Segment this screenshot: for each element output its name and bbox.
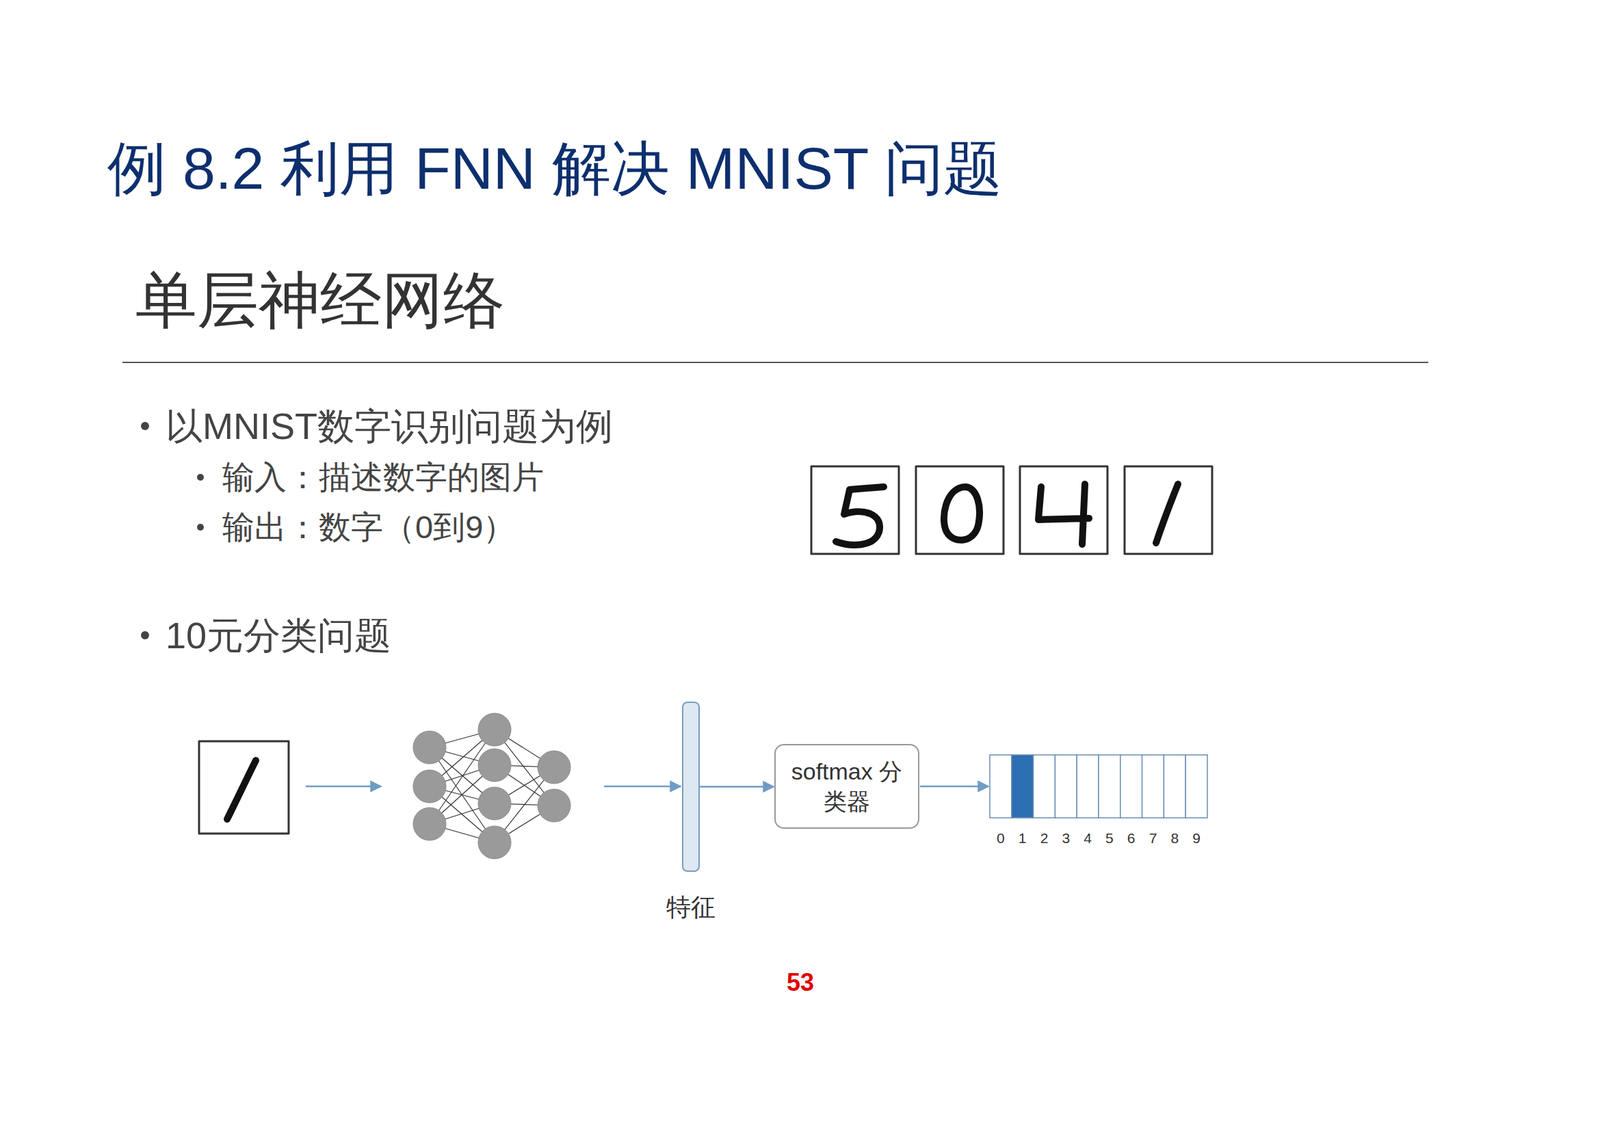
digit-image — [943, 487, 980, 541]
section-heading: 单层神经网络 — [135, 265, 505, 337]
bullet-dot — [140, 422, 150, 431]
bullet-text: 输入：描述数字的图片 — [222, 458, 544, 496]
output-cell — [1098, 755, 1121, 819]
class-index: 5 — [1105, 830, 1114, 847]
nn-neuron — [478, 826, 511, 860]
digit-image — [1038, 484, 1090, 545]
output-cell — [1163, 755, 1186, 819]
nn-neuron — [413, 731, 447, 765]
class-index: 6 — [1127, 830, 1136, 847]
nn-neuron — [413, 807, 447, 841]
bullet-text: 输出：数字（0到9） — [222, 508, 516, 546]
output-cell — [1076, 755, 1099, 819]
slide-title: 例 8.2 利用 FNN 解决 MNIST 问题 — [107, 134, 1003, 203]
class-index: 4 — [1083, 830, 1092, 847]
class-index: 2 — [1040, 830, 1049, 847]
class-index: 9 — [1192, 830, 1201, 847]
nn-neuron — [537, 751, 571, 784]
bullet-dot — [197, 523, 204, 531]
digit-frame — [1019, 466, 1108, 555]
nn-neuron — [478, 749, 511, 782]
nn-neuron — [537, 789, 571, 823]
classifier-box: softmax 分类器 — [774, 744, 920, 830]
flow-arrow — [305, 785, 382, 789]
page-number: 53 — [786, 968, 815, 997]
class-index: 3 — [1061, 830, 1070, 847]
output-cell — [1054, 755, 1077, 819]
nn-neuron — [478, 713, 511, 747]
output-vector — [989, 755, 1208, 819]
nn-neuron — [413, 770, 447, 804]
output-cell — [1142, 755, 1165, 819]
digit-frame — [811, 466, 899, 555]
digit-image — [835, 487, 884, 546]
class-index: 8 — [1170, 830, 1179, 847]
output-cell — [989, 755, 1012, 819]
input-digit — [227, 760, 256, 820]
flow-arrow — [604, 785, 681, 789]
feature-bar: 特征 — [682, 701, 700, 873]
class-index: 0 — [996, 830, 1005, 847]
output-cell — [1033, 755, 1056, 819]
feature-label: 特征 — [666, 891, 716, 925]
class-index: 7 — [1149, 830, 1158, 847]
neural-network-icon — [413, 713, 571, 860]
bullet-text: 以MNIST数字识别问题为例 — [165, 404, 613, 448]
bullet-dot — [197, 474, 204, 481]
bullet-dot — [140, 631, 150, 640]
output-cell — [1120, 755, 1143, 819]
flow-arrow — [920, 785, 989, 789]
input-frame — [199, 741, 289, 834]
class-index: 1 — [1018, 830, 1027, 847]
output-cell — [1185, 755, 1208, 819]
output-cell — [1011, 755, 1034, 819]
flow-arrow — [699, 785, 774, 789]
rule-line — [122, 361, 1429, 364]
bullet-text: 10元分类问题 — [165, 614, 392, 657]
digit-frame — [1124, 466, 1213, 555]
classifier-label: softmax 分类器 — [785, 756, 909, 817]
digit-image — [1156, 484, 1178, 544]
nn-neuron — [478, 787, 511, 821]
digit-frame — [915, 466, 1004, 555]
